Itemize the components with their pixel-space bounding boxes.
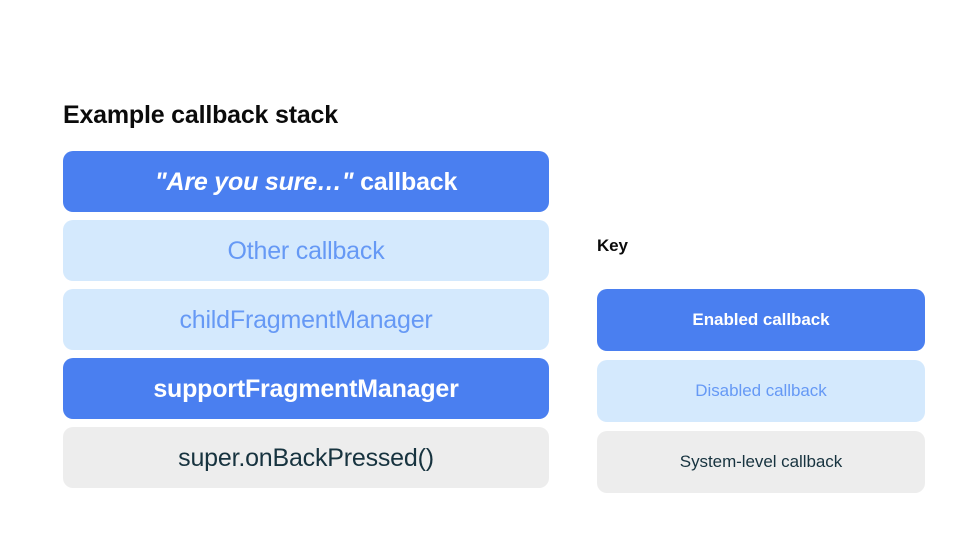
page-title: Example callback stack	[63, 101, 338, 129]
callback-stack-section: Example callback stack "Are you sure…" c…	[63, 98, 549, 488]
stack-item-support-fragment-manager: supportFragmentManager	[63, 358, 549, 419]
stack-item-child-fragment-manager: childFragmentManager	[63, 289, 549, 350]
stack-item-are-you-sure-callback: "Are you sure…" callback	[63, 151, 549, 212]
stack-item-label: "Are you sure…" callback	[154, 167, 458, 197]
key-section: Key Enabled callback Disabled callback S…	[597, 234, 925, 493]
stack-item-label: supportFragmentManager	[153, 374, 459, 403]
key-item-system-level-callback: System-level callback	[597, 431, 925, 493]
key-list: Enabled callback Disabled callback Syste…	[597, 289, 925, 493]
stack-item-plain-text: callback	[353, 167, 458, 196]
callback-stack-list: "Are you sure…" callback Other callback …	[63, 151, 549, 488]
stack-item-quoted-text: "Are you sure…"	[154, 167, 354, 196]
stack-item-label: super.onBackPressed()	[178, 443, 434, 472]
key-item-label: Disabled callback	[695, 381, 827, 400]
key-item-label: Enabled callback	[692, 310, 830, 329]
stack-item-label: Other callback	[227, 236, 385, 265]
key-title: Key	[597, 236, 628, 255]
stack-item-label: childFragmentManager	[179, 305, 433, 334]
stack-item-super-on-back-pressed: super.onBackPressed()	[63, 427, 549, 488]
key-item-enabled-callback: Enabled callback	[597, 289, 925, 351]
key-item-disabled-callback: Disabled callback	[597, 360, 925, 422]
stack-item-other-callback: Other callback	[63, 220, 549, 281]
key-item-label: System-level callback	[679, 452, 843, 471]
